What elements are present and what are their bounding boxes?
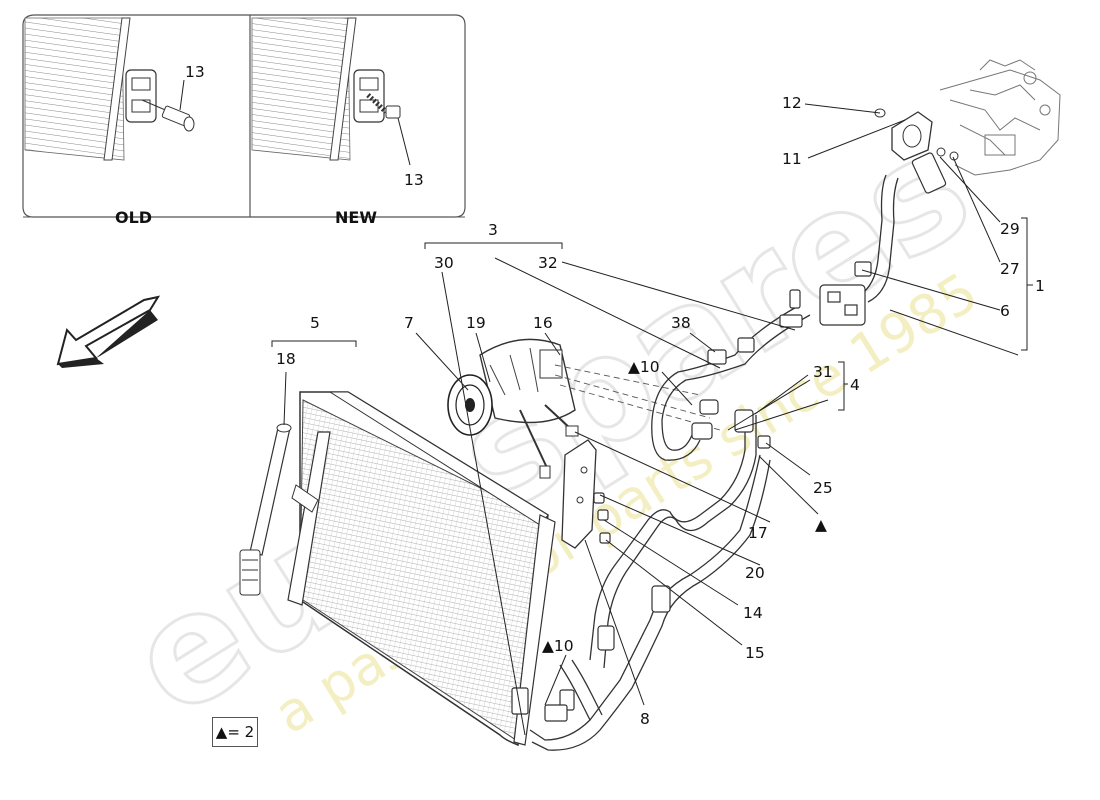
bolt-13-old: [141, 99, 195, 132]
bracket: [561, 439, 597, 549]
callout-8: 8: [640, 710, 650, 728]
callout-29: 29: [1000, 220, 1020, 238]
condenser-side-tank: [287, 431, 331, 606]
callout-31: 31: [813, 363, 833, 381]
callout-32: 32: [538, 254, 558, 272]
callout-5: 5: [310, 314, 320, 332]
callout-27: 27: [1000, 260, 1020, 278]
callout-25: 25: [813, 479, 833, 497]
callout-18: 18: [276, 350, 296, 368]
legend-text: ▲= 2: [215, 723, 255, 741]
refrigerant-hoses: [529, 174, 899, 751]
gasket-plate: [874, 108, 959, 161]
hose-fittings: [511, 152, 947, 722]
new-label: NEW: [335, 208, 377, 227]
callout-13-old: 13: [185, 63, 205, 81]
callout-triangle: ▲: [815, 516, 827, 534]
old-radiator-detail: [24, 17, 157, 161]
callout-10-lower: ▲10: [542, 637, 574, 655]
callout-38: 38: [671, 314, 691, 332]
legend-box: ▲= 2: [212, 717, 258, 747]
callout-11: 11: [782, 150, 802, 168]
old-label: OLD: [115, 208, 152, 227]
ac-compressor: [447, 338, 579, 479]
direction-arrow-icon: [56, 295, 161, 368]
evaporator-unit: [939, 59, 1061, 176]
condenser-radiator: [299, 391, 556, 747]
callout-16: 16: [533, 314, 553, 332]
callout-7: 7: [404, 314, 414, 332]
callout-numbers: 1 3 4 5 6 7 8 ▲10 ▲10 11 12 14 15 16 17 …: [276, 94, 1045, 728]
callout-12: 12: [782, 94, 802, 112]
callout-4: 4: [850, 376, 860, 394]
new-radiator-detail: [251, 17, 385, 161]
callout-13-new: 13: [404, 171, 424, 189]
receiver-drier: [239, 423, 292, 596]
callout-17: 17: [748, 524, 768, 542]
callout-15: 15: [745, 644, 765, 662]
callout-3: 3: [488, 221, 498, 239]
callout-1: 1: [1035, 277, 1045, 295]
inset-old-new: 13 13 OLD NEW: [22, 14, 466, 227]
callout-30: 30: [434, 254, 454, 272]
callout-10-upper: ▲10: [628, 358, 660, 376]
callout-20: 20: [745, 564, 765, 582]
callout-19: 19: [466, 314, 486, 332]
compressor-dashed-leaders: [554, 364, 721, 431]
callout-6: 6: [1000, 302, 1010, 320]
callout-leaders: [271, 103, 1033, 736]
callout-14: 14: [743, 604, 763, 622]
stud-nut-13-new: [366, 93, 401, 119]
